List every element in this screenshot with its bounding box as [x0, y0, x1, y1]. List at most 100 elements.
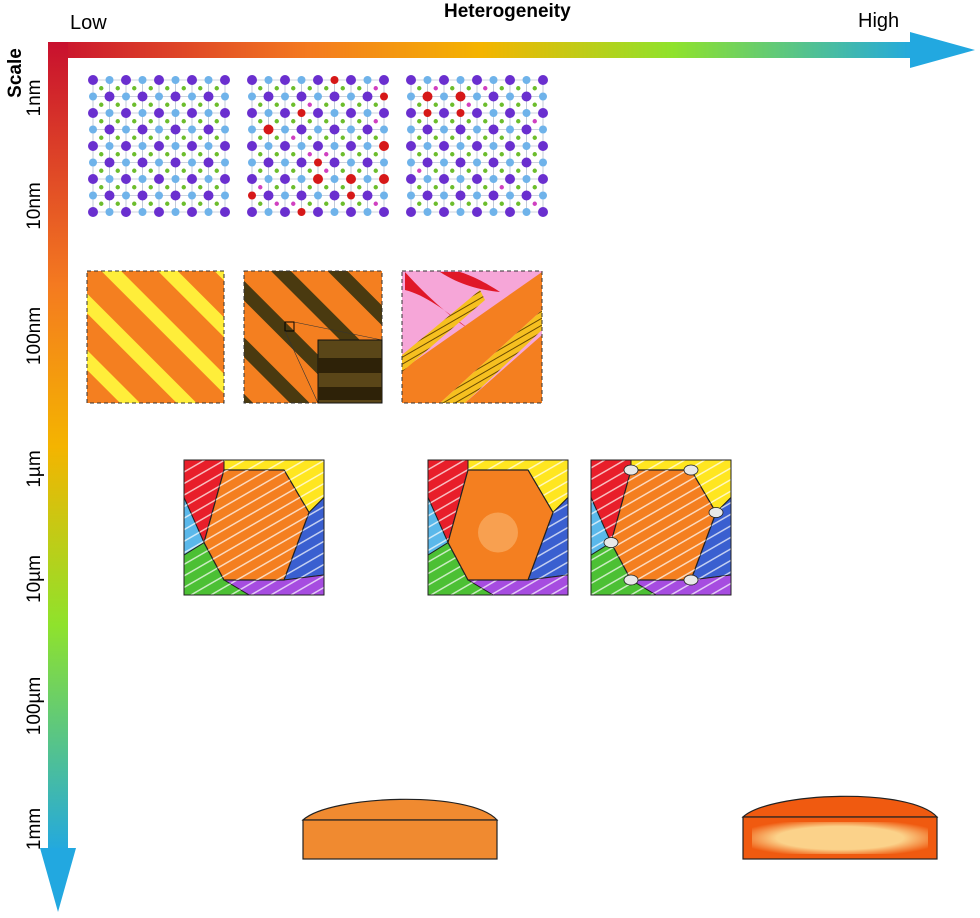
- atom: [263, 190, 274, 201]
- atom-small: [181, 135, 186, 140]
- atom: [138, 175, 147, 183]
- atom: [187, 75, 197, 85]
- atom: [538, 174, 548, 184]
- atom: [456, 208, 465, 216]
- sample-uniform: [301, 798, 499, 860]
- atom-small: [466, 168, 471, 173]
- atom-small: [417, 102, 422, 107]
- x-axis-low-label: Low: [70, 12, 107, 34]
- atom-small: [115, 119, 120, 124]
- atom-small: [373, 185, 378, 190]
- atom-small: [357, 201, 362, 206]
- atom-small: [466, 119, 471, 124]
- atom: [264, 175, 273, 183]
- atom: [138, 142, 147, 150]
- atom: [440, 92, 448, 101]
- atom-small: [483, 152, 488, 157]
- atom-small: [450, 86, 455, 91]
- atom: [473, 158, 481, 167]
- atom: [247, 207, 257, 217]
- grain-hatch: [184, 542, 249, 595]
- grain-hatch: [428, 497, 448, 555]
- atom: [489, 208, 498, 216]
- atom: [296, 157, 307, 168]
- atom: [220, 174, 230, 184]
- atom-small: [115, 168, 120, 173]
- grain-hatch: [184, 460, 224, 543]
- atom-small: [181, 119, 186, 124]
- atom: [330, 109, 339, 117]
- atom: [313, 174, 323, 184]
- atom-small: [274, 86, 279, 91]
- atom: [280, 108, 290, 118]
- atom: [363, 76, 372, 84]
- grain-hatch: [528, 497, 568, 580]
- atom: [472, 141, 482, 151]
- atom: [170, 190, 181, 201]
- atom: [379, 75, 389, 85]
- atom: [521, 157, 532, 168]
- atom-small: [499, 168, 504, 173]
- atom: [248, 92, 256, 101]
- atom: [329, 91, 340, 102]
- atom: [380, 92, 388, 101]
- atom-small: [516, 185, 521, 190]
- atom-small: [324, 86, 329, 91]
- atom-small: [132, 185, 137, 190]
- atom: [380, 158, 388, 167]
- atom-small: [373, 135, 378, 140]
- atom-small: [466, 102, 471, 107]
- atom: [122, 125, 130, 134]
- atom: [439, 75, 449, 85]
- atom: [330, 76, 339, 84]
- atom: [346, 174, 356, 184]
- atom: [121, 108, 131, 118]
- atom: [138, 76, 147, 84]
- atom-small: [115, 152, 120, 157]
- atom-small: [148, 185, 153, 190]
- atom: [137, 157, 148, 168]
- atom: [280, 207, 290, 217]
- atom: [155, 92, 163, 101]
- atom: [505, 141, 515, 151]
- atom-small: [214, 152, 219, 157]
- atom: [104, 124, 115, 135]
- grain-frame: [183, 459, 325, 596]
- atom-small: [132, 102, 137, 107]
- atom-small: [148, 152, 153, 157]
- atom: [329, 124, 340, 135]
- atom-small: [148, 168, 153, 173]
- grain-hatch: [591, 460, 631, 543]
- atom-small: [433, 152, 438, 157]
- atom: [346, 108, 356, 118]
- atom: [89, 158, 97, 167]
- atom-small: [258, 152, 263, 157]
- x-axis-title: Heterogeneity: [444, 1, 571, 22]
- atom-small: [340, 201, 345, 206]
- atom: [522, 76, 531, 84]
- atom-small: [433, 119, 438, 124]
- atom: [248, 158, 256, 167]
- atom: [488, 190, 499, 201]
- atom-small: [258, 119, 263, 124]
- atom: [456, 142, 465, 150]
- atom-small: [499, 135, 504, 140]
- grain-hatch: [691, 497, 731, 580]
- lattice-clustered-defects: [406, 75, 548, 217]
- panel-stripes-dislocations: [243, 270, 383, 404]
- atom-small: [516, 201, 521, 206]
- atom: [379, 141, 389, 151]
- x-axis-arrow: [48, 32, 975, 68]
- atom-small: [99, 152, 104, 157]
- atom: [423, 76, 432, 84]
- atom-small: [499, 119, 504, 124]
- atom: [264, 208, 273, 216]
- atom-small: [307, 102, 312, 107]
- atom: [281, 158, 289, 167]
- atom: [521, 91, 532, 102]
- atom-small: [433, 135, 438, 140]
- atom-small: [274, 201, 279, 206]
- atom: [203, 91, 214, 102]
- atom: [155, 158, 163, 167]
